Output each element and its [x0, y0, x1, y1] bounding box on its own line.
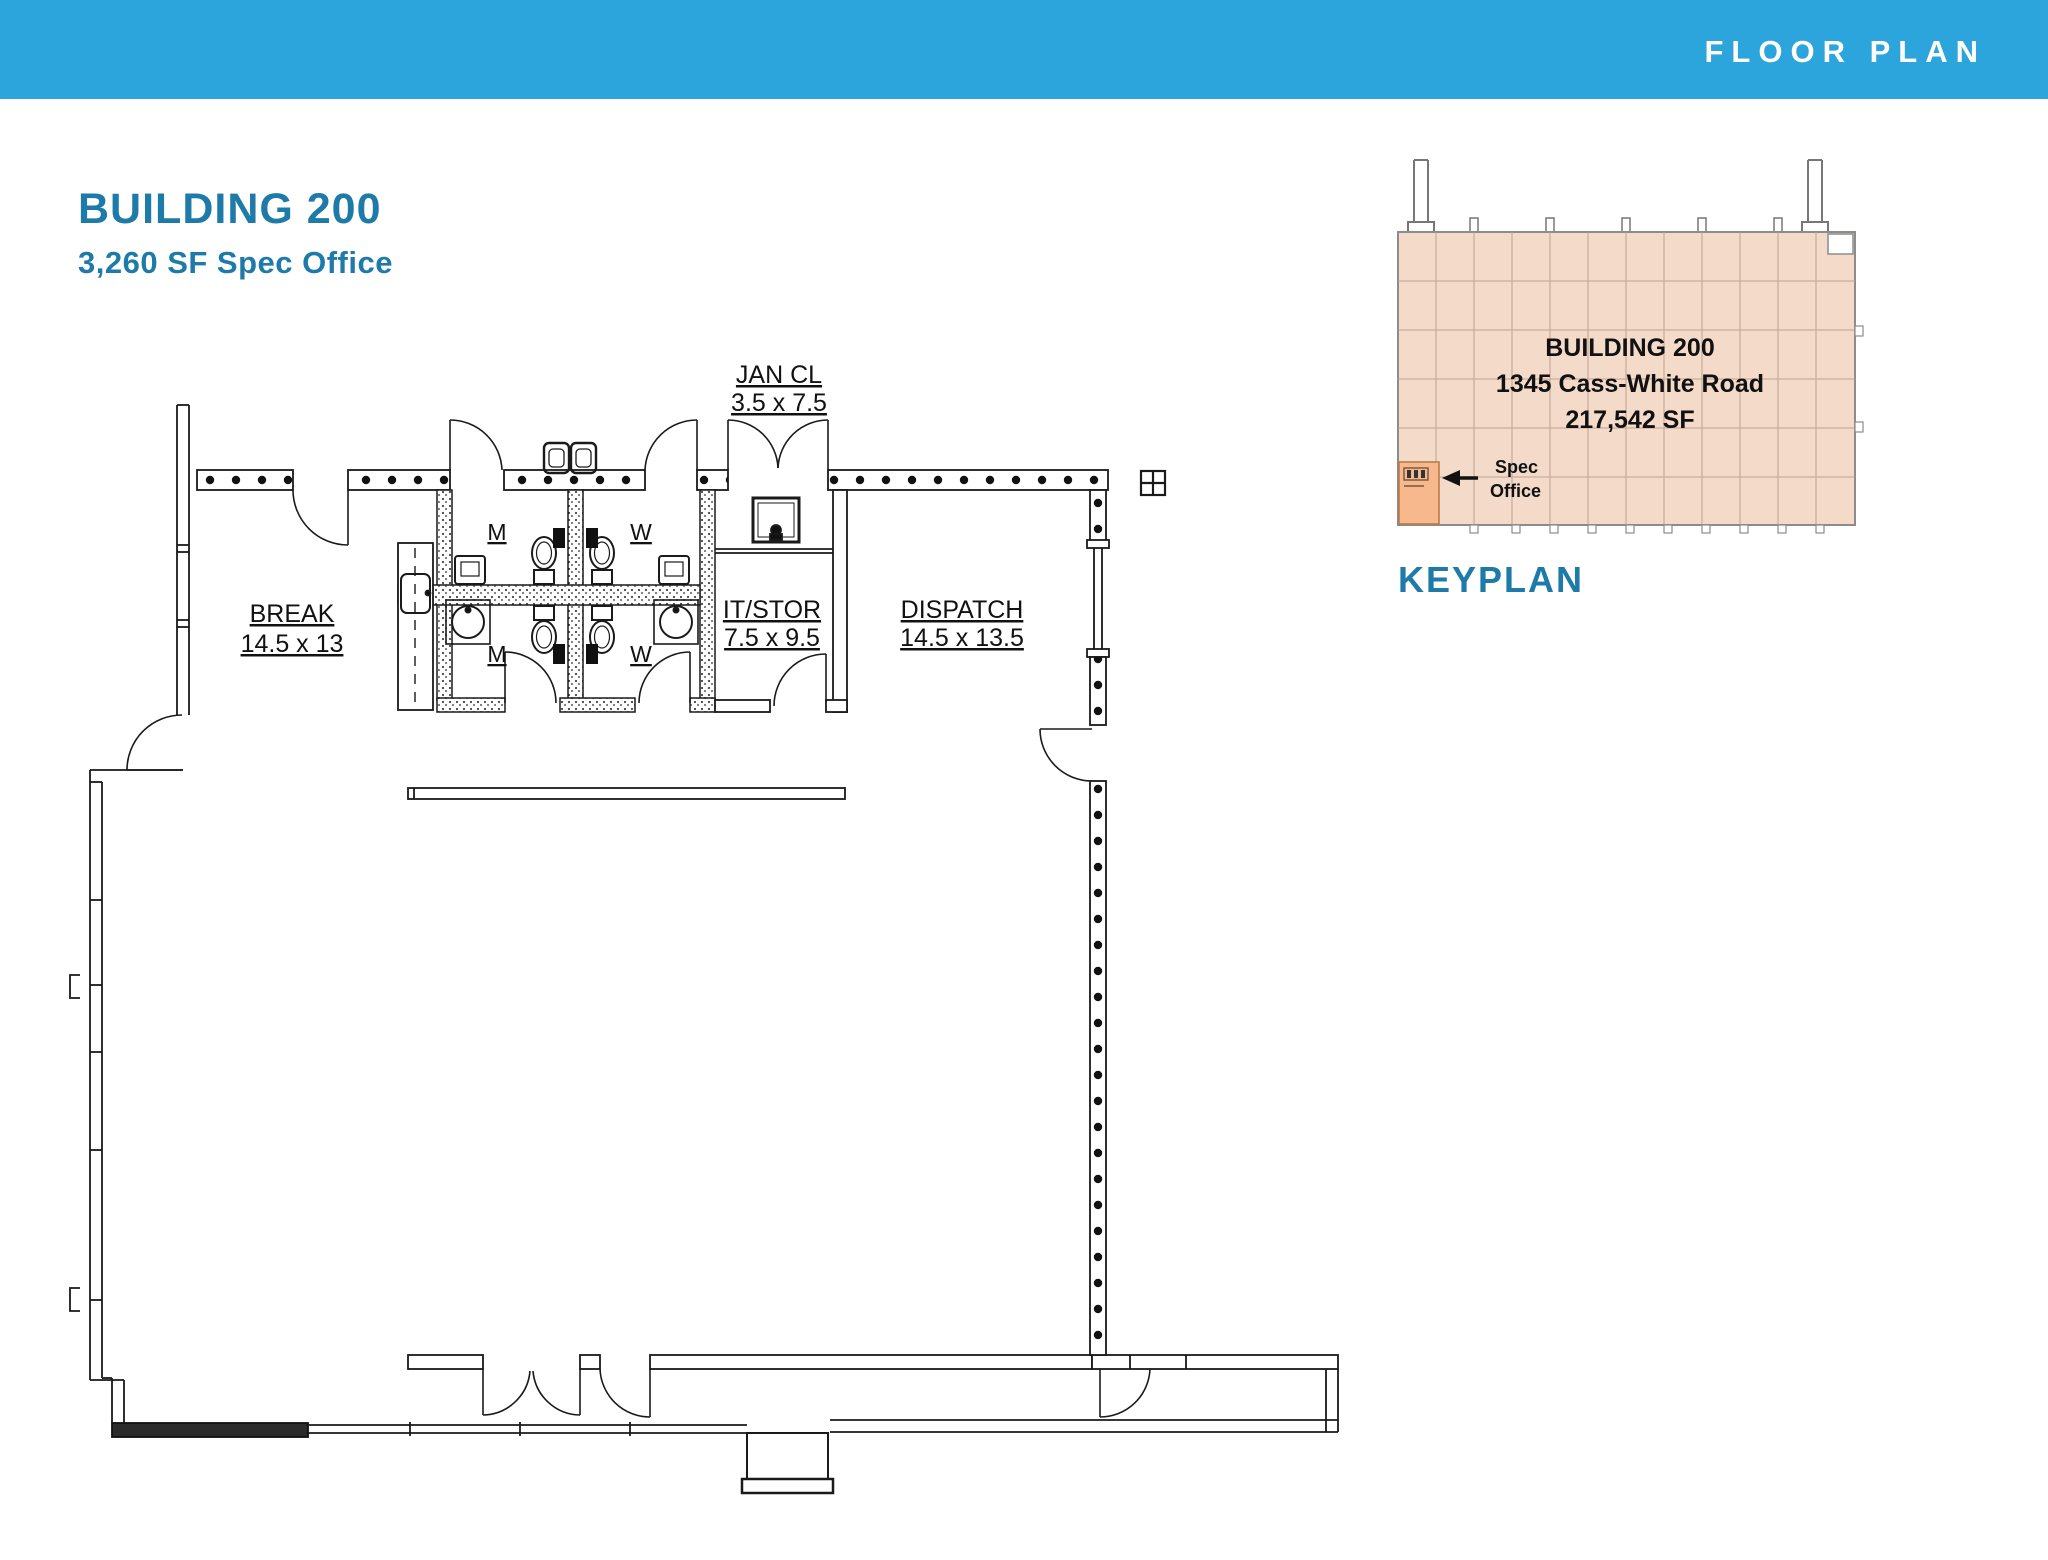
building-subtitle: 3,260 SF Spec Office: [78, 245, 393, 280]
room-label-mens-upper: M: [487, 519, 506, 545]
north-stud-wall: [196, 469, 1109, 491]
mop-sink: [751, 496, 801, 544]
column-grid-symbol: [1139, 469, 1167, 497]
south-single-door: [599, 1368, 651, 1418]
keyplan-building-address: 1345 Cass-White Road: [1496, 370, 1764, 398]
keyplan-title: KEYPLAN: [1398, 559, 1584, 600]
room-dims-break: 14.5 x 13: [241, 630, 344, 658]
building-title: BUILDING 200: [78, 185, 382, 233]
keyplan-notch: [1827, 233, 1854, 255]
west-door: [126, 714, 183, 771]
restroom-fixtures: [445, 528, 699, 664]
keyplan-bottom-ticks: [1469, 325, 1864, 534]
page-header-title: FLOOR PLAN: [1704, 34, 1986, 69]
south-west-wall: [111, 1422, 309, 1438]
itstor-room: [714, 489, 848, 713]
intro-block: BUILDING 200 3,260 SF Spec Office: [78, 188, 393, 281]
spec-office-label-2: Office: [1490, 481, 1541, 501]
room-label-womens-upper: W: [630, 519, 652, 545]
toilet: [531, 536, 615, 585]
west-wall-lower: [69, 769, 183, 1423]
break-counter: [397, 542, 434, 711]
room-label-dispatch: DISPATCH: [901, 596, 1024, 624]
dispatch-door: [1039, 728, 1093, 782]
keyplan-building-label: BUILDING 200 1345 Cass-White Road 217,54…: [1496, 334, 1764, 434]
keyplan-spec-office-cell: [1398, 461, 1440, 525]
south-storefront: [306, 1422, 747, 1436]
spec-office-label-1: Spec: [1495, 457, 1538, 477]
keyplan-roof-ticks: [1469, 217, 1783, 233]
keyplan-building-name: BUILDING 200: [1545, 334, 1714, 362]
itstor-door: [773, 653, 827, 707]
header-band: FLOOR PLAN: [0, 0, 2048, 99]
room-dims-dispatch: 14.5 x 13.5: [900, 624, 1024, 652]
toilet: [531, 605, 615, 654]
entry-double-door: [482, 1369, 581, 1416]
room-label-it-stor: IT/STOR: [723, 596, 821, 624]
break-door: [292, 489, 349, 546]
room-label-jan-cl: JAN CL: [736, 361, 822, 389]
keyplan-grid: [1398, 232, 1855, 525]
south-east-wall: [830, 1369, 1339, 1433]
restroom-doors: [504, 651, 691, 704]
room-label-mens-lower: M: [487, 641, 506, 667]
drinking-fountains: [542, 441, 598, 475]
hand-dryer: [454, 555, 690, 585]
south-east-door: [1099, 1368, 1151, 1418]
entry-vestibule: [740, 1432, 835, 1495]
sink: [445, 599, 699, 645]
spec-office-arrow: [1442, 470, 1478, 486]
plan-linework: [69, 404, 1339, 1495]
room-label-break: BREAK: [250, 600, 335, 628]
half-wall: [407, 787, 846, 800]
plan-labels: JAN CL 3.5 x 7.5 BREAK 14.5 x 13 IT/STOR…: [241, 361, 1024, 667]
north-doors: [449, 419, 829, 471]
keyplan-building-area: 217,542 SF: [1565, 406, 1694, 434]
south-interior-wall: [407, 1354, 1339, 1370]
room-dims-jan-cl: 3.5 x 7.5: [731, 389, 827, 417]
wall-fixtures: [553, 528, 598, 664]
west-wall-upper: [176, 404, 190, 715]
east-wall: [1039, 489, 1110, 1356]
keyplan: Spec Office BUILDING 200 1345 Cass-White…: [1397, 159, 1864, 600]
room-label-womens-lower: W: [630, 641, 652, 667]
room-dims-it-stor: 7.5 x 9.5: [724, 624, 820, 652]
